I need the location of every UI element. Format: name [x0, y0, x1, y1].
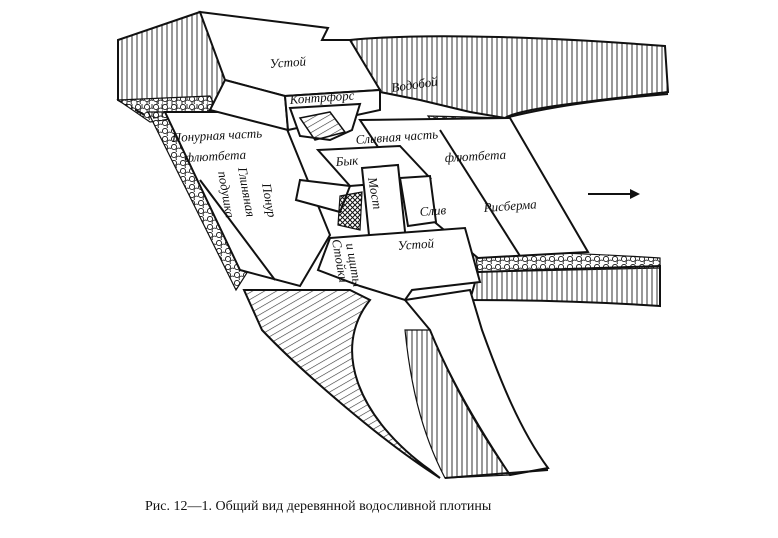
flow-arrow-icon — [588, 189, 640, 199]
glinyanaya-strip — [199, 179, 276, 281]
label-ponurnaya-1: Понурная часть — [170, 125, 262, 145]
label-most: Мост — [365, 175, 386, 210]
wing-cone — [242, 289, 441, 479]
risberma-edge — [439, 129, 521, 257]
figure-caption: Рис. 12—1. Общий вид деревянной водослив… — [145, 499, 492, 514]
label-slivnaya-1: Сливная часть — [355, 126, 438, 147]
label-byk: Бык — [334, 152, 359, 169]
label-ponur: Понур — [259, 181, 280, 219]
sliv-sill — [398, 174, 438, 228]
byk-hatch — [337, 191, 363, 231]
upper-bank — [348, 35, 670, 120]
ustoy-bottom — [316, 226, 482, 302]
upper-bank-edge — [504, 93, 669, 119]
label-sliv: Слив — [419, 202, 447, 219]
label-kontrfors: Контрфорс — [288, 87, 355, 107]
label-slivnaya-2: флютбета — [444, 147, 507, 165]
label-ponurnaya-2: флютбета — [184, 147, 247, 165]
lower-bank — [468, 264, 661, 308]
label-ustoy-bottom: Устой — [397, 235, 435, 253]
wing-baseline — [444, 469, 549, 479]
label-risberma: Рисберма — [482, 196, 537, 215]
label-ustoy-top: Устой — [269, 53, 307, 71]
kontrfors-hatch — [298, 111, 347, 141]
label-vodoboy: Водобой — [390, 74, 439, 95]
